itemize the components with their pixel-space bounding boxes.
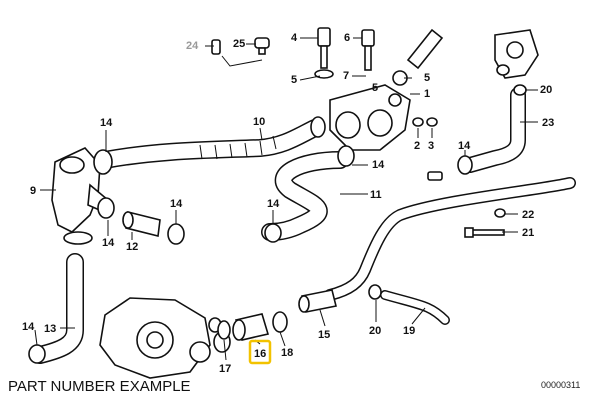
label-14b: 14 <box>372 159 385 171</box>
hose-23 <box>462 87 526 173</box>
sensor-6 <box>361 29 375 71</box>
label-5a: 5 <box>291 74 297 86</box>
plug-25 <box>254 37 270 55</box>
label-14f: 14 <box>267 198 280 210</box>
label-25: 25 <box>233 38 245 50</box>
label-14a: 14 <box>100 117 113 129</box>
sleeve-16 <box>232 313 270 341</box>
diagram-code: 00000311 <box>541 380 581 390</box>
label-11: 11 <box>370 189 382 201</box>
label-10: 10 <box>253 116 265 128</box>
label-7: 7 <box>343 70 349 82</box>
label-5b: 5 <box>372 82 378 94</box>
leader-lines <box>34 37 538 361</box>
label-23: 23 <box>542 117 554 129</box>
label-19: 19 <box>403 325 415 337</box>
water-pump <box>99 297 231 379</box>
label-16: 16 <box>254 348 266 360</box>
highlight-box <box>248 339 272 365</box>
screw-24 <box>211 39 221 55</box>
sleeve-15 <box>298 289 337 313</box>
part-labels: 24 25 4 6 5 7 5 5 1 20 23 14 10 2 3 14 1… <box>22 32 554 375</box>
label-14e: 14 <box>170 198 183 210</box>
label-6: 6 <box>344 32 350 44</box>
label-22: 22 <box>522 209 534 221</box>
distributor-1 <box>329 84 411 151</box>
sensor-small <box>427 171 443 181</box>
hose-10 <box>96 119 324 169</box>
label-4: 4 <box>291 32 298 44</box>
pipe-long <box>324 177 576 301</box>
label-17: 17 <box>219 363 231 375</box>
label-15: 15 <box>318 329 330 341</box>
nut-3 <box>426 117 438 127</box>
hose-19 <box>380 290 450 325</box>
label-14d: 14 <box>102 237 115 249</box>
label-24: 24 <box>186 40 199 52</box>
clamp-20 <box>368 284 382 300</box>
clamps <box>28 84 527 364</box>
label-14c: 14 <box>458 140 471 152</box>
bolt-21 <box>464 227 505 238</box>
hose-11 <box>261 151 349 241</box>
flange-housing <box>494 29 539 79</box>
sensor-right <box>392 28 444 86</box>
label-12: 12 <box>126 241 138 253</box>
ring-17 <box>217 320 231 340</box>
label-20b: 20 <box>369 325 381 337</box>
washer-2 <box>412 117 424 127</box>
label-3: 3 <box>428 140 434 152</box>
sensor-4 <box>314 27 334 79</box>
label-9: 9 <box>30 185 36 197</box>
hose-12 <box>122 211 161 237</box>
washer-22 <box>494 208 506 218</box>
label-21: 21 <box>522 227 534 239</box>
hose-13 <box>31 253 84 364</box>
label-2: 2 <box>414 140 420 152</box>
label-14g: 14 <box>22 321 35 333</box>
label-13: 13 <box>44 323 56 335</box>
caption: PART NUMBER EXAMPLE <box>8 378 191 395</box>
clamp-18 <box>272 311 288 333</box>
label-18: 18 <box>281 347 293 359</box>
label-20a: 20 <box>540 84 552 96</box>
label-5c: 5 <box>424 72 430 84</box>
label-1: 1 <box>424 88 430 100</box>
